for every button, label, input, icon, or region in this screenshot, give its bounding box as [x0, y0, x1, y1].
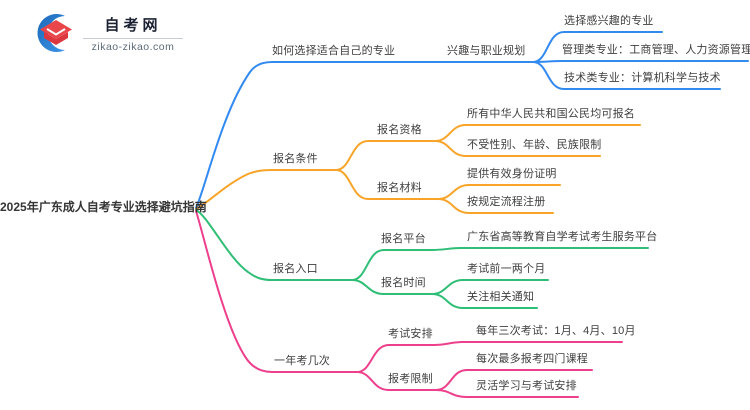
leaf-three-exams-per-year: 每年三次考试：1月、4月、10月 — [476, 325, 636, 337]
leaf-max-four-courses: 每次最多报考四门课程 — [476, 353, 588, 365]
branch-lines-pink — [195, 210, 623, 398]
leaf-no-restrictions: 不受性别、年龄、民族限制 — [467, 139, 602, 151]
branch-lines-green — [195, 209, 649, 309]
graduation-cap-logo-icon — [37, 14, 72, 52]
node-enrollment-materials: 报名材料 — [377, 182, 422, 194]
node-enrollment-conditions: 报名条件 — [273, 153, 318, 165]
leaf-register-per-process: 按规定流程注册 — [467, 196, 546, 208]
root-node: 2025年广东成人自考专业选择避坑指南 — [0, 200, 207, 214]
node-enrollment-platform: 报名平台 — [381, 233, 426, 245]
leaf-all-citizens-may-register: 所有中华人民共和国公民均可报名 — [467, 108, 635, 120]
node-enrollment-eligibility: 报名资格 — [377, 124, 422, 136]
branch-lines-blue — [195, 31, 749, 209]
node-how-to-choose-major: 如何选择适合自己的专业 — [272, 45, 396, 57]
leaf-one-two-months-before: 考试前一两个月 — [467, 263, 546, 275]
leaf-flexible-study-exam: 灵活学习与考试安排 — [476, 380, 577, 392]
leaf-guangdong-service-platform: 广东省高等教育自学考试考生服务平台 — [467, 231, 658, 243]
site-name: 自考网 — [104, 16, 162, 34]
branch-lines-orange — [195, 124, 641, 214]
node-interest-career-planning: 兴趣与职业规划 — [447, 45, 526, 57]
node-exam-schedule: 考试安排 — [388, 328, 433, 340]
leaf-follow-notices: 关注相关通知 — [467, 291, 535, 303]
logo-divider — [83, 37, 183, 39]
leaf-choose-interesting-major: 选择感兴趣的专业 — [564, 15, 654, 27]
node-enrollment-entrance: 报名入口 — [273, 263, 318, 275]
node-registration-limit: 报考限制 — [388, 373, 433, 385]
logo-text-block: 自考网 zikao-zikao.com — [83, 14, 183, 53]
leaf-technology-majors: 技术类专业：计算机科学与技术 — [564, 72, 721, 84]
leaf-management-majors: 管理类专业：工商管理、人力资源管理 — [562, 44, 750, 56]
site-logo: 自考网 zikao-zikao.com — [33, 11, 183, 55]
leaf-valid-id-proof: 提供有效身份证明 — [467, 168, 557, 180]
node-enrollment-time: 报名时间 — [381, 277, 426, 289]
site-url: zikao-zikao.com — [91, 40, 175, 53]
node-exams-per-year: 一年考几次 — [274, 355, 330, 367]
